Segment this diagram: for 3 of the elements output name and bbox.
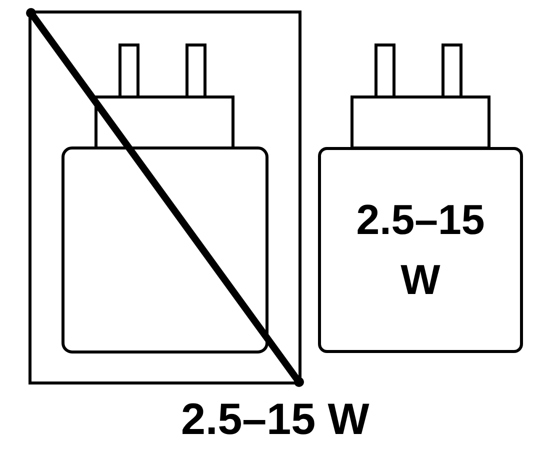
wattage-label: 2.5–15 W [355,195,486,305]
charger-body [318,147,523,353]
wattage-label: 2.5–15 W [181,395,370,445]
